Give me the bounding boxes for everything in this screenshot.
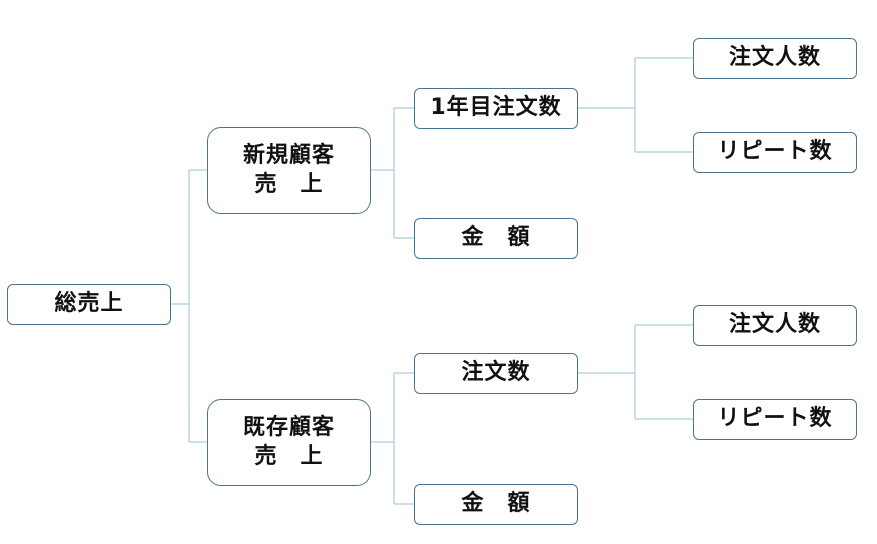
existing-customer-label: 既存顧客	[242, 414, 335, 440]
new-order-people-label: 注文人数	[728, 45, 821, 71]
new-customer-sales-label: 売 上	[254, 171, 324, 197]
existing-repeat-count-node: リピート数	[693, 399, 857, 440]
total-sales-label: 総売上	[54, 291, 124, 317]
existing-amount-node: 金 額	[414, 484, 578, 525]
existing-repeat-count-label: リピート数	[717, 406, 833, 432]
existing-customer-sales-label: 売 上	[254, 443, 324, 469]
existing-order-people-node: 注文人数	[693, 305, 857, 346]
existing-order-people-label: 注文人数	[728, 312, 821, 338]
new-repeat-count-node: リピート数	[693, 132, 857, 173]
existing-orders-node: 注文数	[414, 353, 578, 394]
new-customer-label: 新規顧客	[242, 142, 335, 168]
new-first-year-orders-label: 1年目注文数	[430, 95, 562, 121]
new-amount-label: 金 額	[461, 225, 531, 251]
total-sales-node: 総売上	[7, 284, 171, 325]
new-repeat-count-label: リピート数	[717, 139, 833, 165]
existing-amount-label: 金 額	[461, 491, 531, 517]
new-customer-sales-node: 新規顧客 売 上	[207, 127, 371, 214]
existing-customer-sales-node: 既存顧客 売 上	[207, 399, 371, 486]
new-order-people-node: 注文人数	[693, 38, 857, 79]
new-amount-node: 金 額	[414, 218, 578, 259]
existing-orders-label: 注文数	[461, 360, 531, 386]
new-first-year-orders-node: 1年目注文数	[414, 88, 578, 129]
